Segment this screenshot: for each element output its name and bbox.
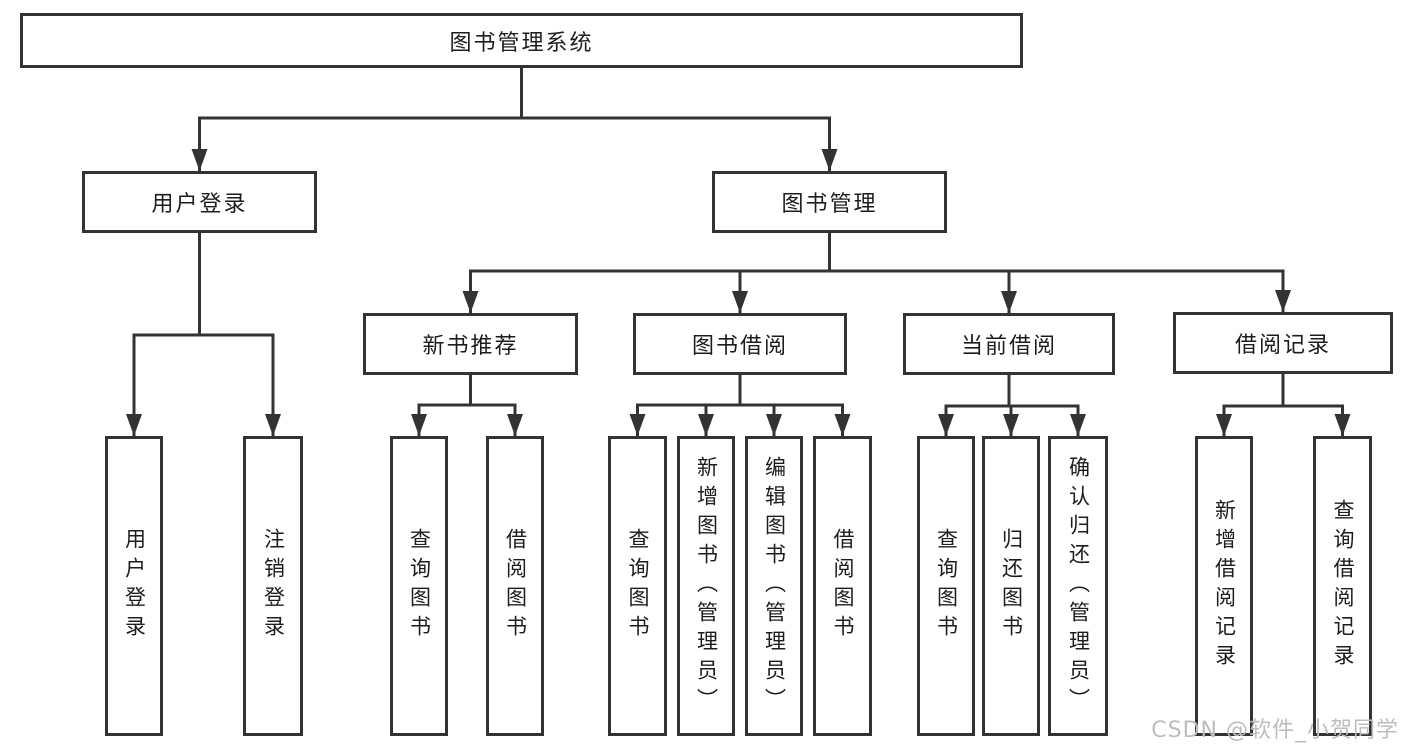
diagram-node-br-query: 查询借阅记录	[1313, 436, 1372, 736]
diagram-node-label-cb-query: 查询图书	[934, 528, 959, 644]
diagram-node-label-new-book-rec: 新书推荐	[422, 334, 519, 359]
diagram-node-label-nbr-query: 查询图书	[407, 528, 432, 644]
diagram-node-cb-return: 归还图书	[982, 436, 1040, 736]
diagram-node-nbr-query: 查询图书	[390, 436, 448, 736]
diagram-node-label-bb-query: 查询图书	[626, 528, 650, 644]
diagram-node-label-br-add: 新增借阅记录	[1212, 499, 1237, 673]
diagram-node-label-book-borrow: 图书借阅	[691, 334, 788, 359]
diagram-node-label-book-mgmt: 图书管理	[781, 192, 878, 217]
diagram-node-bb-add: 新增图书（管理员）	[677, 436, 735, 736]
watermark: CSDN @软件_小贺同学	[1151, 718, 1399, 743]
diagram-node-label-br-query: 查询借阅记录	[1331, 499, 1355, 673]
edges-group	[126, 66, 1351, 436]
diagram-node-current-borrow: 当前借阅	[903, 313, 1115, 375]
diagram-node-label-bb-borrow: 借阅图书	[831, 528, 855, 644]
diagram-node-root: 图书管理系统	[20, 13, 1023, 68]
diagram-node-label-leaf-user-login: 用户登录	[122, 528, 147, 644]
diagram-node-label-current-borrow: 当前借阅	[960, 334, 1057, 359]
diagram-node-book-mgmt: 图书管理	[712, 171, 947, 233]
diagram-node-book-borrow: 图书借阅	[633, 313, 847, 375]
diagram-node-label-bb-edit: 编辑图书（管理员）	[762, 455, 787, 717]
diagram-node-label-borrow-record: 借阅记录	[1234, 333, 1331, 358]
diagram-node-label-cb-confirm: 确认归还（管理员）	[1066, 455, 1091, 717]
diagram-node-leaf-user-login: 用户登录	[105, 436, 163, 736]
diagram-node-label-leaf-logout: 注销登录	[261, 528, 286, 644]
diagram-node-leaf-logout: 注销登录	[243, 436, 303, 736]
diagram-node-label-nbr-borrow: 借阅图书	[503, 528, 528, 644]
diagram-node-bb-query: 查询图书	[608, 436, 667, 736]
diagram-node-label-login: 用户登录	[151, 192, 248, 217]
diagram-node-cb-confirm: 确认归还（管理员）	[1048, 436, 1108, 736]
diagram-node-new-book-rec: 新书推荐	[363, 313, 578, 375]
diagram-node-login: 用户登录	[82, 171, 317, 233]
diagram-node-label-root: 图书管理系统	[449, 30, 594, 56]
diagram-node-borrow-record: 借阅记录	[1173, 312, 1393, 374]
diagram-node-bb-edit: 编辑图书（管理员）	[745, 436, 803, 736]
diagram-node-label-bb-add: 新增图书（管理员）	[694, 455, 719, 717]
diagram-node-nbr-borrow: 借阅图书	[486, 436, 544, 736]
diagram-node-cb-query: 查询图书	[917, 436, 975, 736]
diagram-node-bb-borrow: 借阅图书	[813, 436, 872, 736]
diagram-node-label-cb-return: 归还图书	[999, 528, 1024, 644]
diagram-node-br-add: 新增借阅记录	[1195, 436, 1253, 736]
